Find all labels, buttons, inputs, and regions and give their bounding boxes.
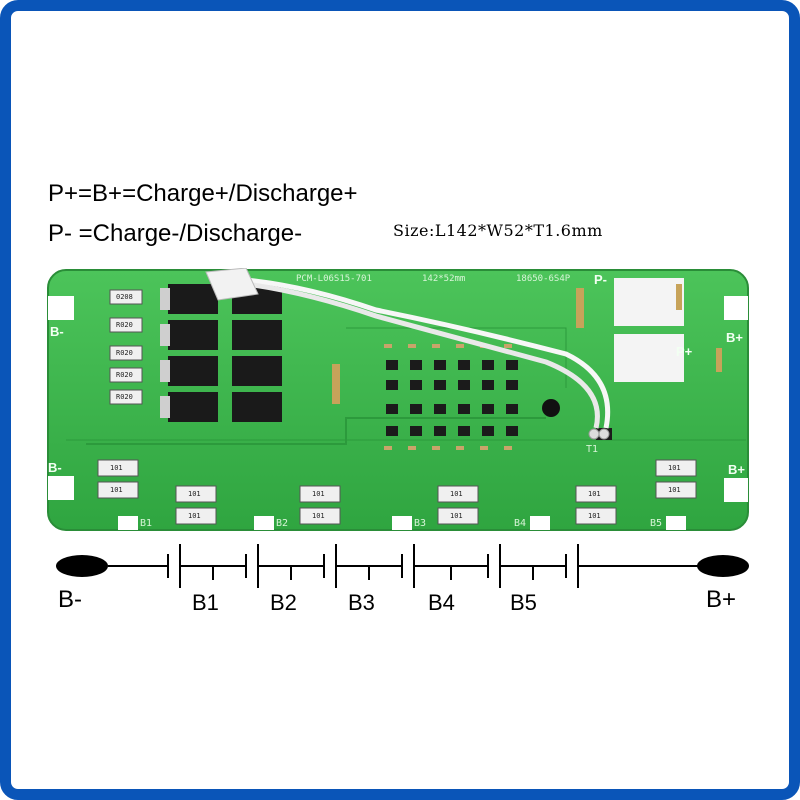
pad-p-minus-label: P- — [594, 272, 607, 287]
board-size-note: Size:L142*W52*T1.6mm — [393, 221, 603, 240]
charge-minus-note: P- =Charge-/Discharge- — [48, 220, 303, 247]
cell-label-b4: B4 — [428, 590, 455, 615]
cell-label-b3: B3 — [348, 590, 375, 615]
terminal-b-minus-label: B- — [58, 586, 82, 613]
resistor-label: 101 — [188, 512, 201, 520]
resistor-label: 101 — [110, 486, 123, 494]
pcb-board: PCM-L06S15-701 142*52mm 18650-6S4P P- P+… — [46, 268, 751, 534]
shunt-label: 0208 — [116, 293, 133, 301]
pad-b2-label: B2 — [276, 518, 289, 529]
resistor-label: 101 — [668, 486, 681, 494]
shunt-label: R020 — [116, 321, 133, 329]
pad-b-minus-bottom-label: B- — [48, 460, 62, 475]
shunt-label: R020 — [116, 393, 133, 401]
thermistor-label: T1 — [586, 444, 599, 455]
resistor-label: 101 — [110, 464, 123, 472]
pad-b1-label: B1 — [140, 518, 153, 529]
pad-b5-label: B5 — [650, 518, 663, 529]
resistor-label: 101 — [450, 512, 463, 520]
terminal-b-plus-label: B+ — [706, 586, 737, 613]
battery-schematic: B- B+ B1 B2 B3 B4 B5 — [48, 538, 778, 618]
pad-b4-label: B4 — [514, 518, 527, 529]
cell-label-b5: B5 — [510, 590, 537, 615]
pad-b-plus-bottom-label: B+ — [728, 462, 745, 477]
resistor-label: 101 — [312, 490, 325, 498]
board-dims-label: 142*52mm — [422, 274, 466, 284]
board-model-label: PCM-L06S15-701 — [296, 274, 372, 284]
charge-plus-note: P+=B+=Charge+/Discharge+ — [48, 180, 358, 207]
pad-b-minus-top-label: B- — [50, 324, 64, 339]
resistor-label: 101 — [312, 512, 325, 520]
shunt-label: R020 — [116, 371, 133, 379]
cell-label-b1: B1 — [192, 590, 219, 615]
cell-label-b2: B2 — [270, 590, 297, 615]
pad-p-plus-label: P+ — [676, 344, 693, 359]
resistor-label: 101 — [588, 512, 601, 520]
board-cell-type-label: 18650-6S4P — [516, 274, 571, 284]
resistor-label: 101 — [588, 490, 601, 498]
pad-b-plus-top-label: B+ — [726, 330, 743, 345]
pad-b3-label: B3 — [414, 518, 427, 529]
resistor-label: 101 — [188, 490, 201, 498]
resistor-label: 101 — [668, 464, 681, 472]
shunt-label: R020 — [116, 349, 133, 357]
resistor-label: 101 — [450, 490, 463, 498]
